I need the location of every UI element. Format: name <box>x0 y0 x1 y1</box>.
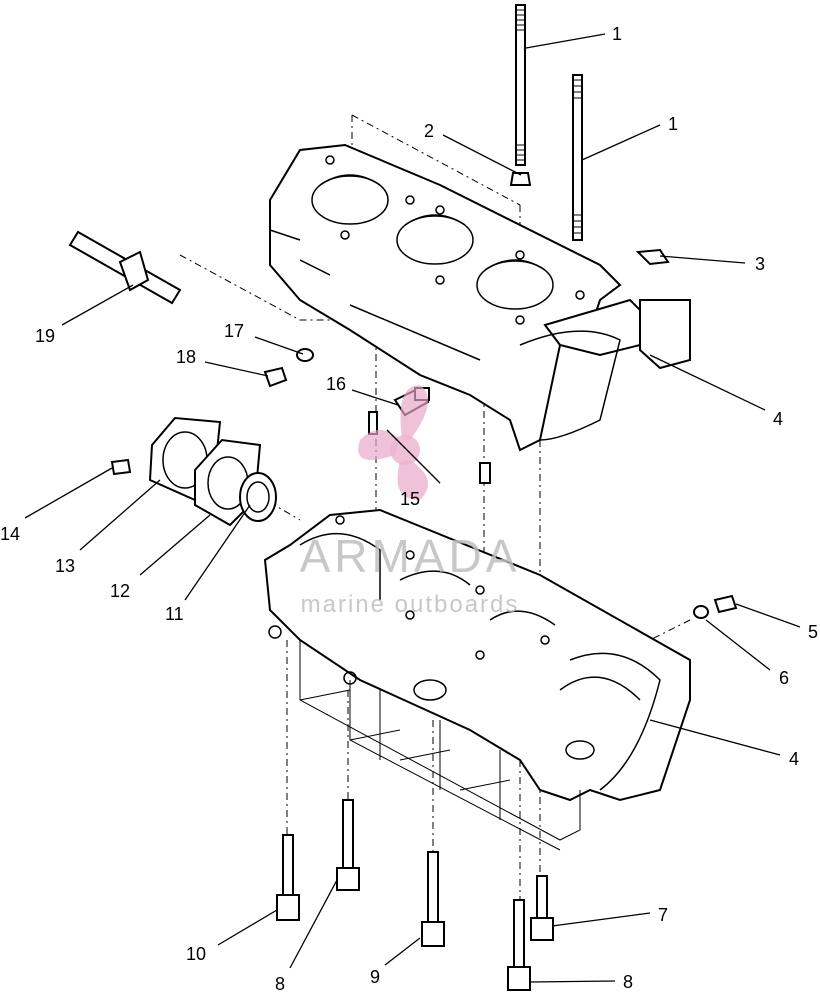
watermark-tagline: marine outboards <box>301 591 520 618</box>
crankcase-stud-long <box>515 4 526 166</box>
plug-screw <box>263 366 288 388</box>
lifting-bracket <box>635 248 670 266</box>
callout-15: 15 <box>400 489 420 509</box>
callout-9: 9 <box>370 967 380 987</box>
flat-washer <box>693 605 709 619</box>
callout-8a: 8 <box>275 974 285 994</box>
dowel-pin-b <box>479 462 491 484</box>
callout-1b: 1 <box>668 114 678 134</box>
watermark: ARMADA marine outboards <box>300 385 521 618</box>
upper-crankcase-half <box>269 143 691 452</box>
callout-14: 14 <box>0 524 20 544</box>
watermark-brand: ARMADA <box>300 530 521 582</box>
callout-11: 11 <box>165 604 184 624</box>
callout-12: 12 <box>110 581 130 601</box>
callout-10: 10 <box>186 944 206 964</box>
callout-18: 18 <box>176 347 196 367</box>
crankcase-bolt-8a <box>336 799 360 891</box>
callout-5: 5 <box>808 622 818 642</box>
water-tube <box>68 230 182 305</box>
stud-nut <box>509 172 532 186</box>
crankcase-bolt-9 <box>421 851 445 947</box>
callout-3: 3 <box>755 254 765 274</box>
lower-crankcase-half <box>263 508 691 802</box>
crankcase-bolt-7 <box>530 875 554 941</box>
housing-screw <box>110 458 132 476</box>
callout-4b: 4 <box>789 749 799 769</box>
callout-labels: 1 1 2 3 4 4 5 6 7 8 8 9 10 11 12 13 14 1… <box>0 24 818 994</box>
sealing-washer <box>296 348 314 362</box>
oil-seal <box>239 472 277 522</box>
lower-case-pedestal <box>299 640 581 851</box>
propeller-logo <box>358 385 428 500</box>
callout-13: 13 <box>55 556 75 576</box>
callout-17: 17 <box>224 321 244 341</box>
callout-19: 19 <box>35 326 55 346</box>
callout-16: 16 <box>326 374 346 394</box>
leader-lines <box>24 33 801 983</box>
callout-4a: 4 <box>773 409 783 429</box>
callout-7: 7 <box>658 905 668 925</box>
crankcase-bolt-10 <box>276 834 300 921</box>
side-bolt <box>713 594 738 614</box>
callout-8b: 8 <box>623 972 633 992</box>
callout-1a: 1 <box>612 24 622 44</box>
callout-2: 2 <box>424 121 434 141</box>
crankcase-stud-short <box>572 74 583 241</box>
crankcase-bolt-8b <box>507 899 531 991</box>
callout-6: 6 <box>779 668 789 688</box>
